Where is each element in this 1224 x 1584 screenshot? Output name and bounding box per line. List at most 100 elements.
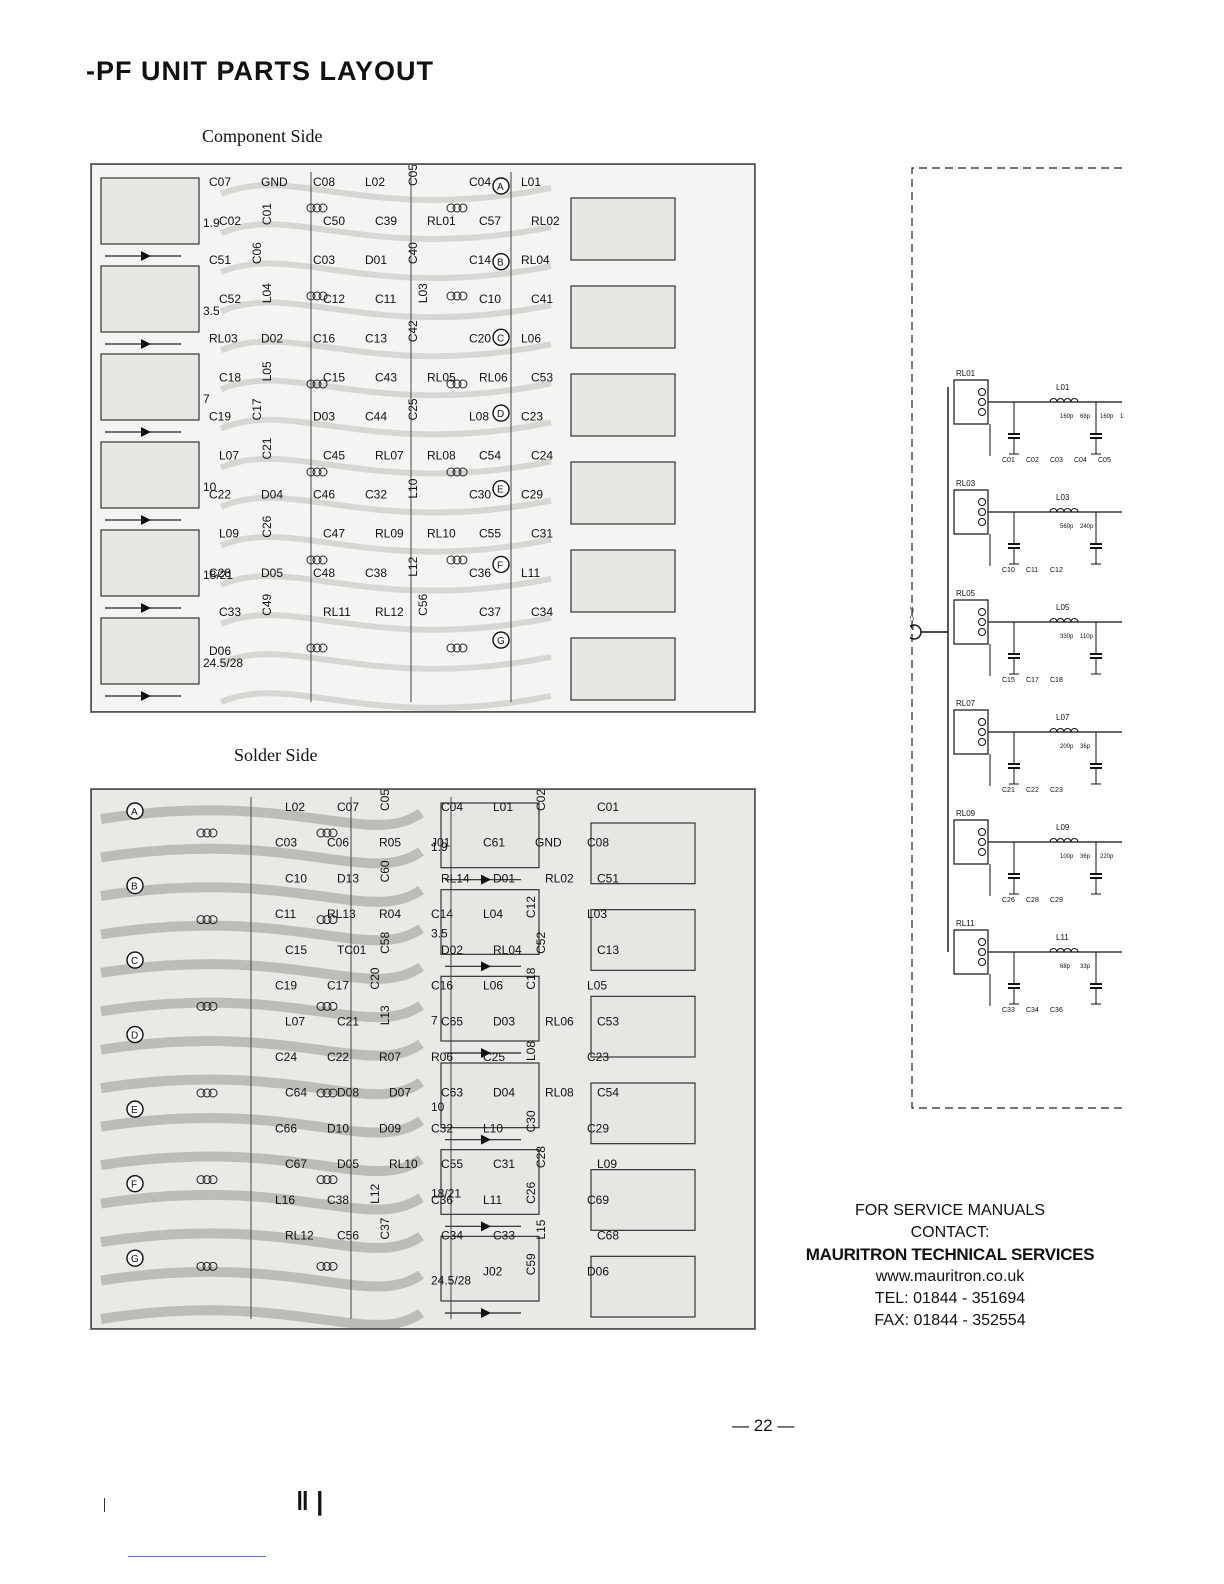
pcb-trace bbox=[219, 299, 552, 321]
relay-box bbox=[590, 995, 696, 1058]
part-label: RL07 bbox=[375, 449, 404, 463]
part-label: L12 bbox=[368, 1184, 382, 1204]
cap-label: C02 bbox=[1026, 457, 1039, 464]
relay-box bbox=[440, 1149, 540, 1215]
relay-box bbox=[100, 617, 200, 685]
coil-loop bbox=[328, 1088, 338, 1098]
pcb-trace bbox=[219, 533, 552, 555]
cap-value: 100p bbox=[1060, 854, 1074, 860]
part-label: RL09 bbox=[375, 527, 404, 541]
marker-label: E bbox=[497, 485, 504, 496]
pcb-trace bbox=[100, 959, 424, 984]
marker-circle bbox=[126, 876, 144, 895]
coil-loop bbox=[312, 467, 322, 477]
part-label: L06 bbox=[521, 331, 541, 345]
part-label: C36 bbox=[431, 1193, 453, 1207]
part-label: C55 bbox=[479, 527, 501, 541]
part-label: C56 bbox=[337, 1229, 359, 1243]
marker-circle bbox=[126, 802, 144, 820]
part-label: R05 bbox=[379, 836, 401, 850]
part-label: RL08 bbox=[545, 1086, 574, 1100]
coil-arc bbox=[1070, 728, 1079, 733]
service-fax: FAX: 01844 - 352554 bbox=[874, 1312, 1026, 1329]
part-label: C15 bbox=[323, 370, 345, 384]
relay-contact bbox=[978, 938, 986, 946]
part-label: C17 bbox=[250, 398, 264, 420]
coil-loop bbox=[202, 1088, 212, 1098]
part-label: C24 bbox=[531, 449, 553, 463]
part-label: C11 bbox=[375, 292, 396, 306]
service-web: www.mauritron.co.uk bbox=[875, 1268, 1025, 1285]
part-label: C02 bbox=[534, 789, 548, 811]
cap-value: 110p bbox=[1080, 634, 1094, 640]
relay-box bbox=[100, 353, 200, 421]
coil-loop bbox=[208, 1175, 218, 1185]
input-label: 110W → J7002) bbox=[910, 616, 914, 623]
part-label: C53 bbox=[531, 370, 553, 384]
part-label: L08 bbox=[524, 1041, 538, 1061]
part-label: C68 bbox=[597, 1229, 619, 1243]
pcb-trace bbox=[100, 843, 424, 869]
part-label: RL05 bbox=[427, 370, 456, 384]
cap-value: 36p bbox=[1080, 854, 1091, 860]
coil-loop bbox=[318, 467, 328, 477]
part-label: J02 bbox=[483, 1264, 503, 1278]
part-label: D05 bbox=[261, 566, 283, 580]
part-label: C67 bbox=[285, 1157, 307, 1171]
part-label: L10 bbox=[406, 478, 420, 498]
part-label: C16 bbox=[431, 979, 453, 993]
relay-contact bbox=[978, 718, 986, 726]
part-label: C37 bbox=[378, 1217, 392, 1239]
relay-box bbox=[570, 285, 676, 349]
part-label: C18 bbox=[524, 967, 538, 989]
part-label: GND bbox=[535, 836, 562, 850]
pcb-trace bbox=[100, 1189, 424, 1215]
diode-arrow bbox=[141, 691, 151, 701]
coil-loop bbox=[316, 1001, 326, 1011]
part-label: L02 bbox=[285, 800, 305, 814]
pcb-trace bbox=[219, 338, 552, 360]
relay-contact bbox=[978, 508, 986, 516]
part-label: C21 bbox=[260, 437, 274, 459]
part-label: D03 bbox=[493, 1014, 515, 1028]
cap-label: C26 bbox=[1002, 897, 1015, 904]
part-label: L01 bbox=[493, 800, 513, 814]
pcb-trace bbox=[219, 260, 552, 282]
part-label: L16 bbox=[275, 1193, 295, 1207]
pcb-trace bbox=[219, 455, 552, 477]
band-label: 18/21 bbox=[431, 1187, 461, 1201]
part-label: C08 bbox=[313, 175, 335, 189]
schematic-drawing: RL01L01C01C02C03C04C05160p68p160p1200pRL… bbox=[864, 167, 1137, 1109]
diode-arrow bbox=[481, 874, 491, 885]
marker-circle bbox=[126, 1174, 144, 1193]
coil-arc bbox=[1070, 618, 1079, 623]
relay-contact bbox=[978, 518, 986, 526]
part-label: L11 bbox=[483, 1193, 502, 1207]
relay-contact bbox=[978, 728, 986, 736]
coil-loop bbox=[446, 203, 456, 213]
cap-label: C29 bbox=[1050, 897, 1063, 904]
coil-loop bbox=[196, 828, 206, 838]
coil-label: L07 bbox=[1056, 713, 1070, 722]
relay-contact bbox=[978, 828, 986, 836]
part-label: C25 bbox=[406, 398, 420, 420]
coil-loop bbox=[452, 203, 462, 213]
part-label: RL06 bbox=[545, 1014, 574, 1028]
part-label: C29 bbox=[521, 488, 543, 502]
relay-contact bbox=[978, 838, 986, 846]
coil-loop bbox=[446, 643, 456, 653]
coil-loop bbox=[446, 555, 456, 565]
coil-arc bbox=[1070, 838, 1079, 843]
part-label: C11 bbox=[275, 907, 296, 921]
part-label: C06 bbox=[327, 836, 349, 850]
part-label: RL11 bbox=[323, 605, 351, 619]
part-label: L04 bbox=[260, 283, 274, 303]
part-label: RL10 bbox=[427, 527, 456, 541]
service-company: MAURITRON TECHNICAL SERVICES bbox=[805, 1245, 1095, 1264]
part-label: L10 bbox=[483, 1121, 503, 1135]
relay-box bbox=[440, 1062, 540, 1129]
coil-loop bbox=[318, 291, 328, 301]
service-tel: TEL: 01844 - 351694 bbox=[874, 1290, 1026, 1307]
relay-box bbox=[570, 637, 676, 701]
